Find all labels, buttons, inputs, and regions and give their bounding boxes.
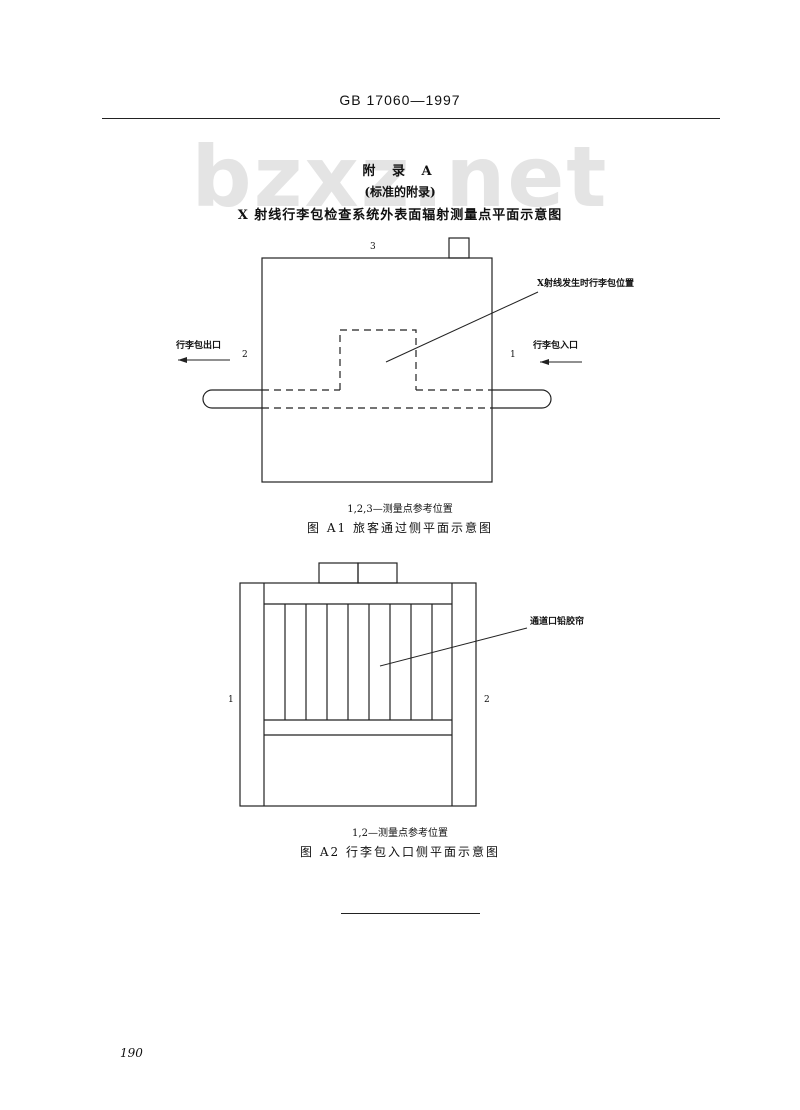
a1-callout-label: X射线发生时行李包位置 bbox=[537, 279, 634, 289]
header-rule bbox=[102, 118, 720, 119]
page-number: 190 bbox=[120, 1046, 143, 1060]
a2-legend: 1,2—测量点参考位置 bbox=[352, 828, 448, 839]
callout-leader-a2 bbox=[379, 627, 528, 667]
end-rule bbox=[341, 913, 480, 914]
entrance-arrowhead-icon bbox=[540, 359, 549, 365]
luggage-position-dashed bbox=[339, 329, 417, 390]
machine-housing-a1 bbox=[261, 257, 493, 483]
luggage-exit-label: 行李包出口 bbox=[176, 341, 222, 351]
exit-arrowhead-icon bbox=[178, 357, 187, 363]
a1-legend: 1,2,3—测量点参考位置 bbox=[347, 504, 453, 515]
a1-point-1-label: 1 bbox=[510, 350, 516, 360]
callout-leader-a1 bbox=[385, 291, 539, 363]
top-box-right bbox=[357, 562, 398, 584]
figure-a2-drawing bbox=[239, 562, 528, 807]
standard-code-header: GB 17060—1997 bbox=[339, 92, 461, 108]
luggage-entrance-label: 行李包入口 bbox=[533, 341, 579, 351]
lead-curtain-strips bbox=[284, 604, 433, 720]
figure-a1-caption: 图 A1 旅客通过侧平面示意图 bbox=[307, 521, 493, 535]
a2-point-2-label: 2 bbox=[484, 695, 490, 705]
conveyor-right-end bbox=[492, 389, 552, 409]
x-ray-generator-box bbox=[448, 237, 470, 259]
appendix-title: X 射线行李包检查系统外表面辐射测量点平面示意图 bbox=[237, 208, 563, 223]
a1-point-3-label: 3 bbox=[370, 242, 376, 252]
machine-housing-a2 bbox=[239, 582, 477, 807]
watermark: bzxz.net bbox=[191, 128, 609, 226]
conveyor-left-end bbox=[202, 389, 262, 409]
a2-point-1-label: 1 bbox=[228, 695, 234, 705]
figure-a1-drawing bbox=[178, 237, 582, 483]
a1-point-2-label: 2 bbox=[242, 350, 248, 360]
appendix-label: 附 录 A bbox=[362, 164, 438, 179]
figure-a2-caption: 图 A2 行李包入口侧平面示意图 bbox=[300, 845, 500, 859]
appendix-note: (标准的附录) bbox=[364, 185, 436, 199]
top-box-left bbox=[318, 562, 359, 584]
a2-callout-label: 通道口铅胶帘 bbox=[530, 617, 585, 627]
